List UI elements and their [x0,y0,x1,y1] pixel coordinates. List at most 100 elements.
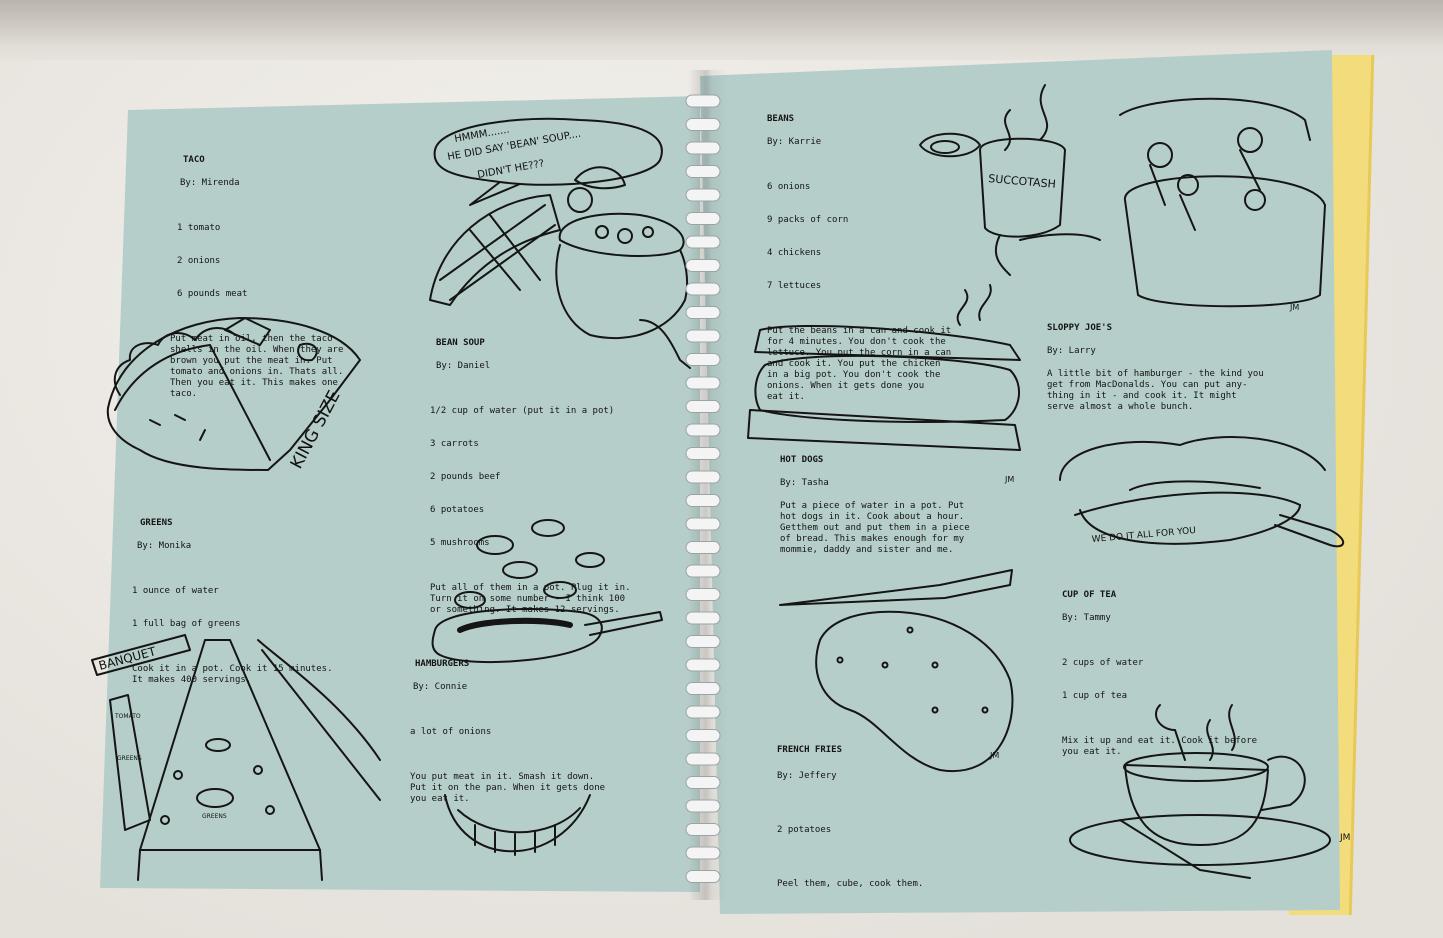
chicken-pot-illustration [1119,97,1326,308]
initials-2: JM [1004,475,1014,484]
binding-loop [685,658,721,672]
binding-loop [685,400,721,413]
recipe-instructions: Put a piece of water in a pot. Put hot d… [780,501,970,555]
binding-loop [685,494,721,507]
recipe-author: By: Jeffery [777,771,837,781]
binding-loop [685,846,721,860]
recipe-ingredients: a lot of onions [410,705,605,760]
ingredient: 6 potatoes [430,505,485,515]
recipe-ingredients: 1 tomato 2 onions 6 pounds meat [177,201,343,322]
recipe-title: CUP OF TEA [1062,590,1117,600]
left-page [100,96,700,892]
right-page [700,50,1340,914]
hamburgers-illustration [431,519,663,663]
recipe-instructions: A little bit of hamburger - the kind you… [1047,369,1264,412]
tomato-sign: TOMATO [114,713,141,720]
binding-loop [685,235,721,249]
recipe-ingredients: 6 onions 9 packs of corn 4 chickens 7 le… [767,160,951,314]
ingredient: 1 full bag of greens [132,619,241,629]
recipe-title: BEAN SOUP [436,338,485,348]
ingredient: 4 chickens [767,248,822,258]
banquet-illustration: BANQUET TOMATO GREENS GREENS [91,634,381,881]
ingredient: 1 tomato [177,223,221,233]
recipe-instructions: Mix it up and eat it. Cook it before you… [1062,736,1258,757]
recipe-ingredients: 1 ounce of water 1 full bag of greens [132,564,332,652]
binding-loop [685,212,721,225]
recipe-sloppy-joes: SLOPPY JOE'S By: Larry A little bit of h… [1047,323,1264,413]
smile-illustration [444,794,591,856]
recipe-author: By: Tammy [1062,613,1111,623]
binding-loop [685,188,721,202]
binding-loop [685,752,721,766]
recipe-greens: GREENS By: Monika 1 ounce of water 1 ful… [132,518,332,686]
binding-loop [685,729,721,742]
binding-loop [685,564,721,578]
recipe-author: By: Karrie [767,137,822,147]
recipe-french-fries: FRENCH FRIES By: Jeffery 2 potatoes Peel… [777,743,923,891]
binding-loop [685,588,721,601]
recipe-cup-of-tea: CUP OF TEA By: Tammy 2 cups of water 1 c… [1062,590,1257,758]
binding-loop [685,823,721,836]
binding-loop [685,141,721,155]
recipe-title: BEANS [767,114,795,124]
recipe-title: FRENCH FRIES [777,745,843,755]
recipe-instructions: You put meat in it. Smash it down. Put i… [410,772,606,804]
succotash-label: SUCCOTASH [988,172,1057,191]
recipe-author: By: Larry [1047,346,1096,356]
ingredient: 5 mushrooms [430,538,490,548]
ingredient: 9 packs of corn [767,215,849,225]
recipe-title: TACO [183,155,205,165]
binding-loop [685,329,721,343]
recipe-ingredients: 2 potatoes [777,795,923,865]
binding-loop [685,423,721,437]
ingredient: 1 cup of tea [1062,691,1128,701]
recipe-instructions: Put all of them in a pot. Plug it in. Tu… [430,583,631,615]
recipe-instructions: Put meat in oil, then the taco shells in… [170,334,344,399]
potato-illustration [779,569,1014,773]
binding-loop [685,259,721,272]
recipe-author: By: Monika [137,541,192,551]
recipe-title: SLOPPY JOE'S [1047,323,1113,333]
recipe-taco: TACO By: Mirenda 1 tomato 2 onions 6 pou… [170,155,343,400]
recipe-author: By: Daniel [436,361,491,371]
ingredient: 1/2 cup of water (put it in a pot) [430,406,615,416]
recipe-bean-soup: BEAN SOUP By: Daniel 1/2 cup of water (p… [430,338,630,616]
ingredient: a lot of onions [410,727,492,737]
binding-loop [685,682,721,695]
recipe-title: HAMBURGERS [415,659,470,669]
binding-loop [685,94,721,108]
binding-loop [685,447,721,460]
binding-loop [685,776,721,789]
ingredient: 2 potatoes [777,825,832,835]
recipe-author: By: Mirenda [180,178,240,188]
binding-loop [685,165,721,178]
binding-loop [685,870,721,883]
greens-sign: GREENS [117,755,142,762]
binding-loop [685,541,721,554]
binding-loop [685,470,721,484]
binding-loop [685,517,721,531]
succotash-illustration: SUCCOTASH [919,84,1101,276]
recipe-hot-dogs: HOT DOGS By: Tasha Put a piece of water … [780,455,970,556]
binding-loop [685,635,721,648]
binding-loop [685,118,721,131]
recipe-title: HOT DOGS [780,455,824,465]
initials-3: JM [989,751,999,760]
ingredient: 2 pounds beef [430,472,501,482]
binding-loop [685,611,721,625]
ingredient: 2 cups of water [1062,658,1144,668]
ingredient: 7 lettuces [767,281,822,291]
recipe-beans: BEANS By: Karrie 6 onions 9 packs of cor… [767,114,951,403]
binding-loop [685,799,721,813]
recipe-title: GREENS [140,518,173,528]
ingredient: 6 onions [767,182,811,192]
binding-loop [685,282,721,296]
initials-1: JM [1289,303,1299,312]
recipe-hamburgers: HAMBURGERS By: Connie a lot of onions Yo… [410,659,605,805]
ingredient: 6 pounds meat [177,289,248,299]
recipe-ingredients: 2 cups of water 1 cup of tea [1062,636,1257,724]
binding-loop [685,376,721,390]
initials-4: JM [1339,833,1350,843]
